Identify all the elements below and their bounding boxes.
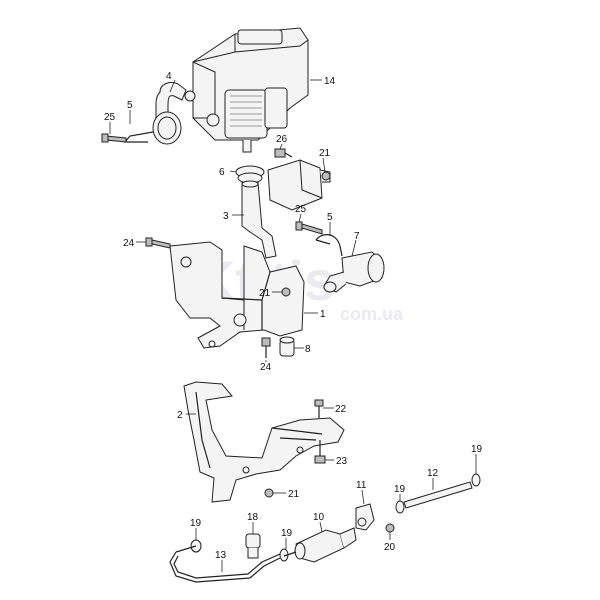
clamp-upper <box>123 111 182 145</box>
heater-unit <box>184 27 309 153</box>
clamp-middle <box>315 234 343 257</box>
screw-26 <box>274 148 293 158</box>
callout-19-mid: 19 <box>394 484 406 495</box>
callout-24-upper: 24 <box>123 238 135 249</box>
bolt-24-upper <box>145 237 171 249</box>
callout-2: 2 <box>177 410 183 421</box>
callout-6: 6 <box>219 167 225 178</box>
callout-21-top: 21 <box>319 148 331 159</box>
callout-19-right: 19 <box>471 444 483 455</box>
callout-21-bottom: 21 <box>288 489 300 500</box>
callout-20: 20 <box>384 542 396 553</box>
callout-23: 23 <box>336 456 348 467</box>
fuel-pump <box>283 527 357 563</box>
callout-10: 10 <box>313 512 325 523</box>
callout-12: 12 <box>427 468 439 479</box>
bolt-23 <box>314 440 326 464</box>
hose-12 <box>403 481 473 509</box>
exhaust-pipe <box>241 180 277 259</box>
callout-8: 8 <box>305 344 311 355</box>
muffler <box>267 159 331 211</box>
hose-clip-19-right <box>471 473 481 487</box>
nut-21-mid <box>281 287 291 297</box>
lower-bracket <box>183 381 345 503</box>
bolt-24-lower <box>261 337 271 358</box>
rubber-mount <box>279 336 295 357</box>
screw-middle <box>295 221 323 235</box>
fuel-line <box>169 545 281 583</box>
main-bracket <box>169 241 305 349</box>
bolt-22 <box>314 399 324 418</box>
callout-25-middle: 25 <box>295 204 307 215</box>
circulation-pump <box>323 251 385 293</box>
callout-3: 3 <box>223 211 229 222</box>
callout-26: 26 <box>276 134 288 145</box>
callout-24-lower: 24 <box>260 362 272 373</box>
callout-5-upper: 5 <box>127 100 133 111</box>
callout-19-left: 19 <box>190 518 202 529</box>
callouts: 4 5 25 14 26 6 21 3 25 5 7 24 21 1 24 8 … <box>104 71 483 561</box>
callout-19-pump: 19 <box>281 528 293 539</box>
leader-lines <box>109 79 477 572</box>
nut-21-bottom <box>264 488 274 498</box>
callout-5-middle: 5 <box>327 212 333 223</box>
callout-21-mid: 21 <box>259 288 271 299</box>
clamp-ring <box>235 165 265 184</box>
holder-18 <box>245 533 261 559</box>
screw-upper <box>101 133 127 143</box>
callout-13: 13 <box>215 550 227 561</box>
connector <box>355 503 375 531</box>
callout-18: 18 <box>247 512 259 523</box>
callout-25-upper: 25 <box>104 112 116 123</box>
nut-20 <box>385 523 395 533</box>
nut-21-top <box>321 171 331 181</box>
callout-7: 7 <box>354 231 360 242</box>
callout-1: 1 <box>320 309 326 320</box>
callout-11: 11 <box>356 480 367 491</box>
callout-4: 4 <box>166 71 172 82</box>
watermark-domain: com.ua <box>340 304 404 324</box>
callout-22: 22 <box>335 404 347 415</box>
callout-14: 14 <box>324 76 336 87</box>
hose-clip-19-mid <box>395 500 405 514</box>
